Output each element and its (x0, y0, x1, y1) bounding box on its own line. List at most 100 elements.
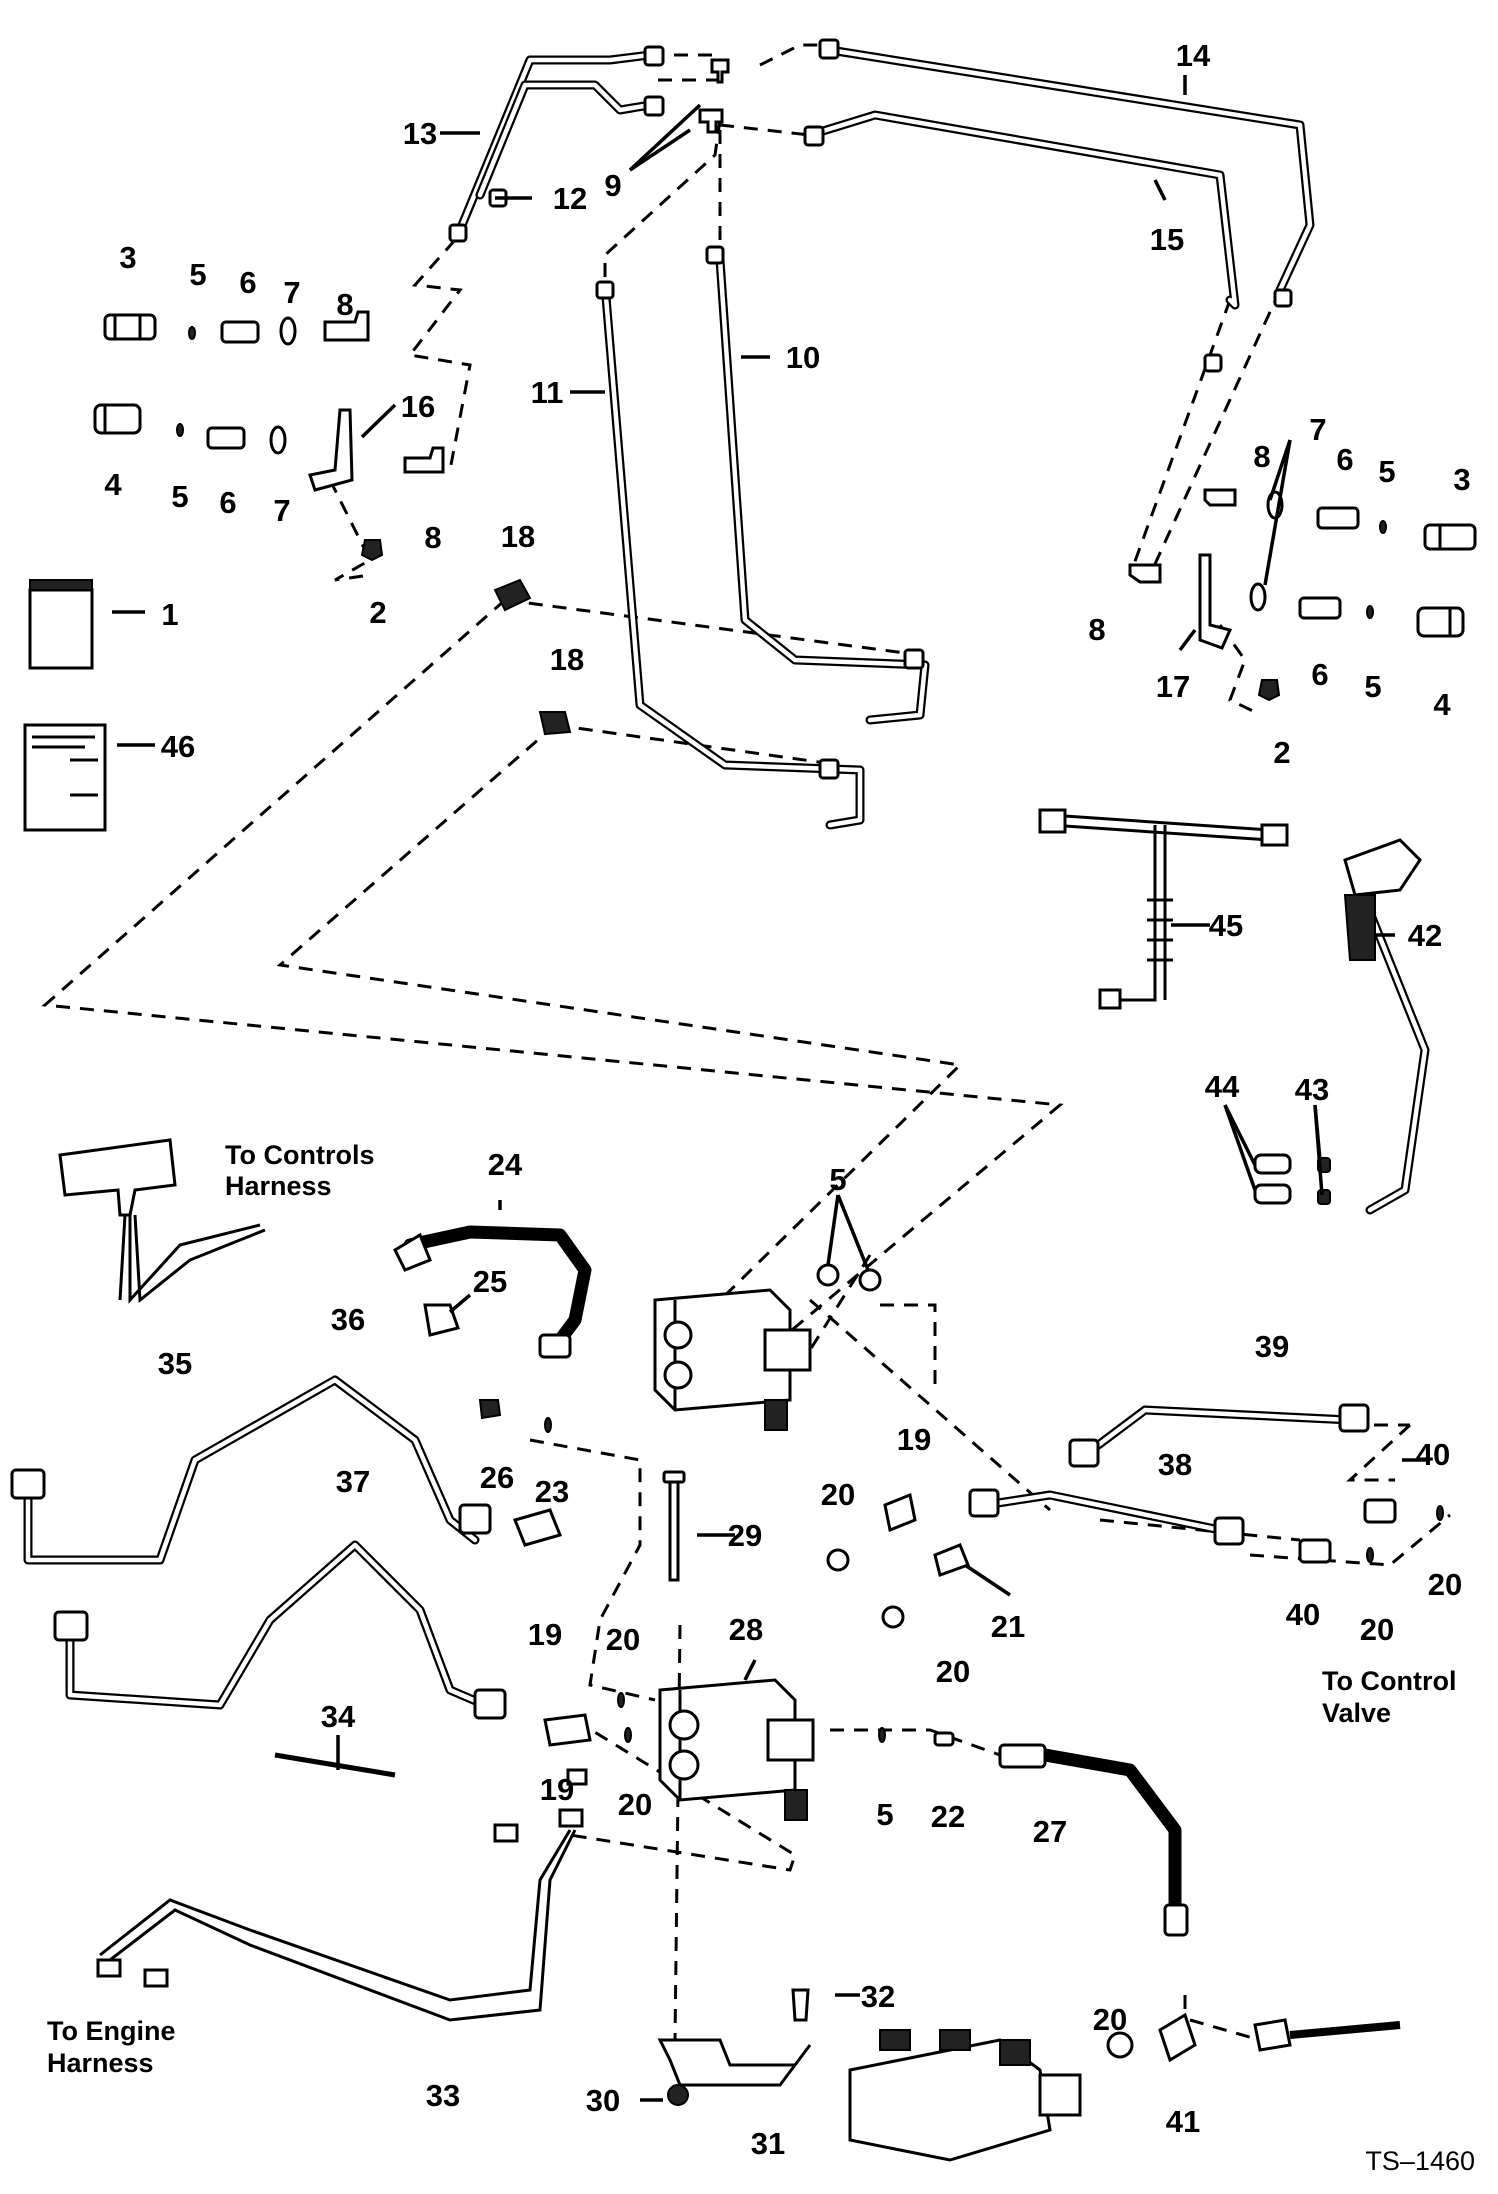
tube-10-assembly (710, 245, 930, 725)
callout-6: 6 (219, 485, 236, 520)
valve-block-28 (658, 1678, 815, 1821)
callout-8: 8 (424, 520, 441, 555)
note-labels: To Controls Harness To Engine Harness To… (47, 1140, 1475, 2176)
callout-5: 5 (171, 479, 188, 514)
callout-8: 8 (336, 287, 353, 322)
callout-29: 29 (728, 1518, 762, 1553)
callout-5: 5 (189, 257, 206, 292)
tube-11-assembly (600, 280, 865, 830)
fitting-26 (478, 1399, 502, 1420)
callout-7: 7 (283, 275, 300, 310)
callout-5: 5 (829, 1162, 846, 1197)
note-engine-harness-line1: To Engine (47, 2016, 176, 2046)
bolt-29 (662, 1470, 686, 1582)
coupler-4-left (93, 403, 142, 435)
callout-8: 8 (1253, 439, 1270, 474)
cable-tie-34 (274, 1752, 396, 1778)
callout-44: 44 (1205, 1069, 1240, 1104)
bolt-2-right (1257, 679, 1281, 702)
callout-6: 6 (239, 265, 256, 300)
callout-8: 8 (1088, 612, 1105, 647)
washer-7-right-lower (1249, 582, 1267, 612)
o-rings-and-fittings (512, 1263, 1444, 2063)
callout-2: 2 (1273, 735, 1290, 770)
adapter-6-left-lower (206, 426, 246, 450)
note-controls-harness-line1: To Controls (225, 1140, 374, 1170)
elbow-8-right-upper (1203, 488, 1237, 507)
callout-5: 5 (1378, 454, 1395, 489)
note-control-valve-line2: Valve (1322, 1698, 1391, 1728)
callout-31: 31 (751, 2126, 785, 2161)
note-control-valve-line1: To Control (1322, 1666, 1456, 1696)
bracket-31 (657, 2038, 812, 2087)
callout-38: 38 (1158, 1447, 1192, 1482)
tube-36 (10, 1375, 492, 1565)
callout-21: 21 (991, 1609, 1025, 1644)
callout-15: 15 (1150, 222, 1184, 257)
callout-18: 18 (550, 642, 584, 677)
callout-46: 46 (161, 729, 195, 764)
callout-30: 30 (586, 2083, 620, 2118)
callout-42: 42 (1408, 918, 1442, 953)
right-fitting-parts (1128, 488, 1477, 702)
callout-24: 24 (488, 1147, 523, 1182)
callout-6: 6 (1311, 657, 1328, 692)
callout-20: 20 (936, 1654, 970, 1689)
callout-26: 26 (480, 1460, 514, 1495)
callout-23: 23 (535, 1474, 569, 1509)
terminals-43-44 (1253, 1153, 1331, 1205)
bracket-17 (1198, 553, 1233, 650)
callout-7: 7 (273, 493, 290, 528)
callout-41: 41 (1166, 2104, 1200, 2139)
callout-20: 20 (1093, 2002, 1127, 2037)
o-ring-5-left-lower (176, 423, 184, 437)
hose-24 (393, 1225, 592, 1359)
pressure-switch-42 (1343, 838, 1430, 1215)
callout-35: 35 (158, 1346, 192, 1381)
callout-17: 17 (1156, 669, 1190, 704)
callout-4: 4 (1433, 687, 1451, 722)
note-engine-harness-line2: Harness (47, 2048, 154, 2078)
callout-16: 16 (401, 389, 435, 424)
tube-13-assembly (455, 50, 655, 235)
callout-7: 7 (1309, 412, 1326, 447)
callout-19: 19 (528, 1617, 562, 1652)
fitting-25 (423, 1303, 460, 1337)
callout-18: 18 (501, 519, 535, 554)
callout-22: 22 (931, 1799, 965, 1834)
tube-15-assembly (805, 110, 1240, 310)
nut-30 (667, 2084, 689, 2106)
callout-20: 20 (1428, 1567, 1462, 1602)
note-controls-harness-line2: Harness (225, 1171, 332, 1201)
hose-27 (998, 1743, 1189, 1937)
callout-34: 34 (321, 1699, 356, 1734)
callout-20: 20 (1360, 1612, 1394, 1647)
washer-7-left-upper (279, 316, 297, 346)
callout-numbers: 1 2 2 3 3 4 4 5 5 5 5 5 5 6 6 6 6 7 7 7 … (104, 38, 1470, 2161)
callout-19: 19 (897, 1422, 931, 1457)
callout-5: 5 (1364, 669, 1381, 704)
callout-5: 5 (876, 1797, 893, 1832)
o-ring-5-right-upper (1379, 520, 1387, 534)
callout-40: 40 (1286, 1597, 1320, 1632)
callout-9: 9 (604, 168, 621, 203)
adapter-6-right-lower (1298, 596, 1342, 620)
elbow-8-right-lower (1128, 563, 1162, 584)
washer-7-left-lower (269, 425, 287, 455)
tube-14-assembly (825, 45, 1315, 295)
left-fitting-parts (93, 310, 445, 562)
o-ring-5-left-upper (188, 326, 196, 340)
bolt-2-left (360, 539, 384, 562)
callout-14: 14 (1176, 38, 1211, 73)
o-ring-5-right-lower (1366, 605, 1374, 619)
callout-11: 11 (531, 375, 564, 410)
callout-20: 20 (618, 1787, 652, 1822)
callout-45: 45 (1209, 908, 1243, 943)
callout-39: 39 (1255, 1329, 1289, 1364)
callout-20: 20 (606, 1622, 640, 1657)
figure-reference: TS–1460 (1365, 2146, 1475, 2176)
connector-35 (58, 1138, 266, 1304)
callout-6: 6 (1336, 442, 1353, 477)
coupler-3-right (1423, 523, 1477, 551)
